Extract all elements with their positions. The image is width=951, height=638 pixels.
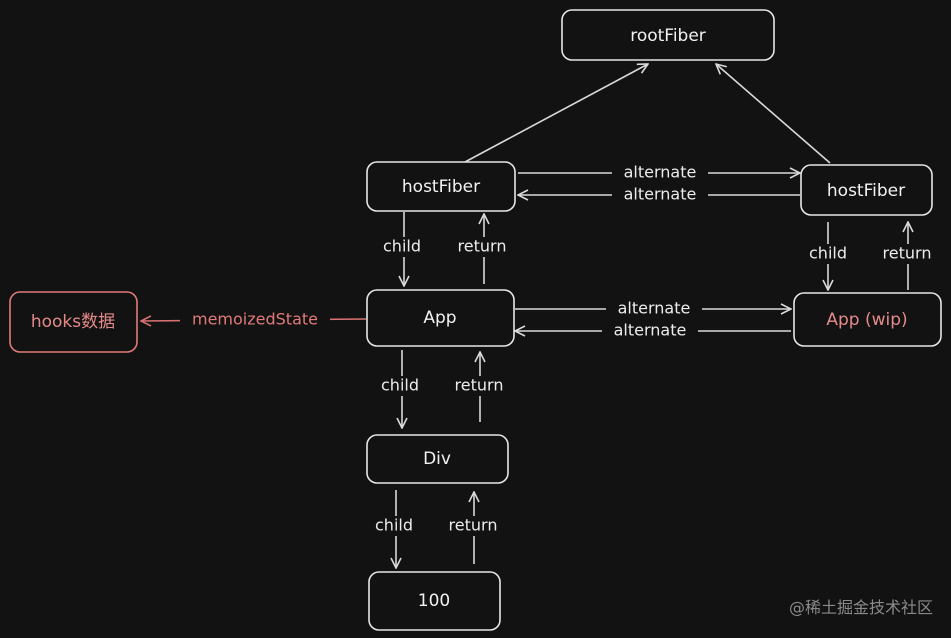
node-app-wip: App (wip) xyxy=(793,292,942,347)
label-bg xyxy=(370,516,420,536)
watermark: @稀土掘金技术社区 xyxy=(788,598,933,617)
label-bg xyxy=(450,237,514,257)
memoized-state-label: memoizedState xyxy=(192,310,318,329)
label-bg xyxy=(378,237,428,257)
node-div: Div xyxy=(366,434,509,484)
label-bg xyxy=(804,244,854,264)
node-100-label: 100 xyxy=(418,591,450,611)
alternate-label: alternate xyxy=(624,185,697,204)
node-hooks-label: hooks数据 xyxy=(31,312,115,332)
return-label: return xyxy=(883,244,932,263)
node-app-wip-label: App (wip) xyxy=(826,310,907,330)
label-bg xyxy=(440,516,506,536)
node-rootfiber-label: rootFiber xyxy=(630,26,706,46)
node-hostfiber-wip-label: hostFiber xyxy=(827,181,905,201)
edge-hostfiber-to-rootfiber xyxy=(464,64,648,163)
alternate-label: alternate xyxy=(618,299,691,318)
label-bg xyxy=(606,299,702,319)
node-hostfiber-current: hostFiber xyxy=(366,161,516,212)
label-bg xyxy=(612,185,708,205)
node-app-current: App xyxy=(366,289,515,347)
return-label: return xyxy=(458,237,507,256)
alternate-label: alternate xyxy=(624,163,697,182)
child-label: child xyxy=(383,237,421,256)
node-hostfiber-current-label: hostFiber xyxy=(402,177,480,197)
alternate-label: alternate xyxy=(614,321,687,340)
edge-hostfiber-wip-to-rootfiber xyxy=(716,64,831,164)
node-hooks: hooks数据 xyxy=(9,291,138,353)
label-bg xyxy=(180,309,330,331)
label-bg xyxy=(602,321,698,341)
node-app-current-label: App xyxy=(423,308,456,328)
return-label: return xyxy=(449,516,498,535)
child-label: child xyxy=(375,516,413,535)
label-bg xyxy=(612,163,708,183)
return-label: return xyxy=(455,376,504,395)
node-rootfiber: rootFiber xyxy=(561,9,775,61)
child-label: child xyxy=(809,244,847,263)
label-bg xyxy=(376,376,426,396)
label-bg xyxy=(874,244,940,264)
child-label: child xyxy=(381,376,419,395)
label-bg xyxy=(446,376,512,396)
node-100: 100 xyxy=(368,571,501,631)
node-hostfiber-wip: hostFiber xyxy=(800,164,933,216)
node-div-label: Div xyxy=(423,449,451,469)
